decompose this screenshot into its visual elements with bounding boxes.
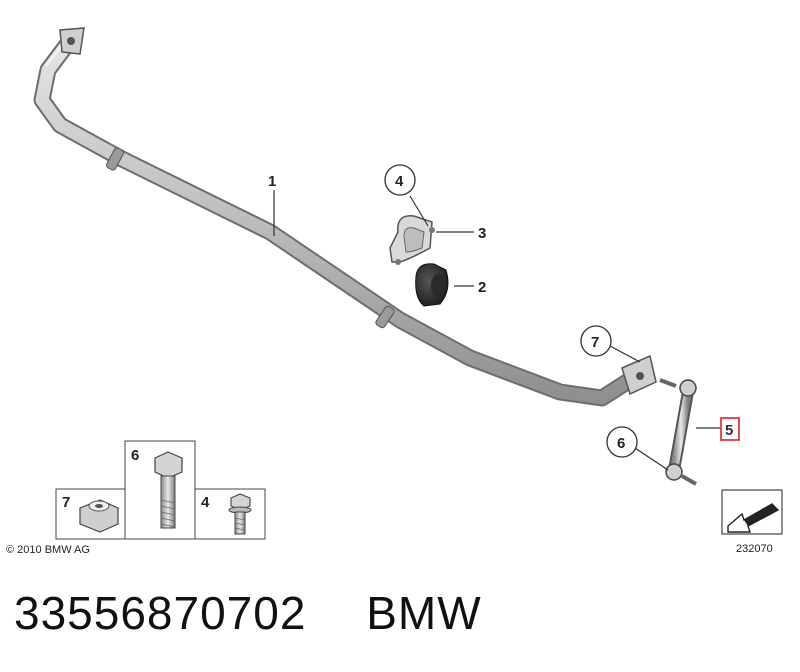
highlight-box-5	[720, 417, 740, 441]
legend-label-7: 7	[62, 494, 70, 511]
leader-lines	[273, 190, 720, 471]
callout-3: 3	[478, 225, 486, 242]
direction-arrow-icon	[721, 489, 783, 535]
callout-4: 4	[395, 173, 404, 190]
stabilizer-bar	[33, 27, 657, 407]
callout-circle-6	[606, 426, 638, 458]
brand-name: BMW	[366, 587, 482, 639]
stabilizer-link	[659, 378, 697, 486]
legend-boxes	[55, 440, 266, 540]
rubber-mounting	[415, 263, 449, 307]
diagram-number: 232070	[736, 543, 773, 555]
legend-label-6: 6	[131, 447, 139, 464]
clamp-bracket	[389, 215, 435, 265]
callout-6: 6	[617, 435, 625, 452]
bolt-icon	[154, 451, 183, 529]
screw-icon	[228, 493, 252, 535]
part-number: 33556870702	[14, 587, 307, 639]
parts-diagram: 1 4 3 2 7 5 6 7 6 4	[6, 27, 783, 556]
part-number-row: 33556870702 BMW	[14, 586, 482, 640]
callout-2: 2	[478, 279, 486, 296]
callout-5: 5	[725, 422, 733, 439]
nut-icon	[79, 499, 119, 533]
copyright-text: © 2010 BMW AG	[6, 544, 90, 556]
callout-circle-4	[384, 164, 416, 196]
callout-circle-7	[580, 325, 612, 357]
legend-label-4: 4	[201, 494, 210, 511]
callout-7: 7	[591, 334, 599, 351]
callout-1: 1	[268, 173, 276, 190]
